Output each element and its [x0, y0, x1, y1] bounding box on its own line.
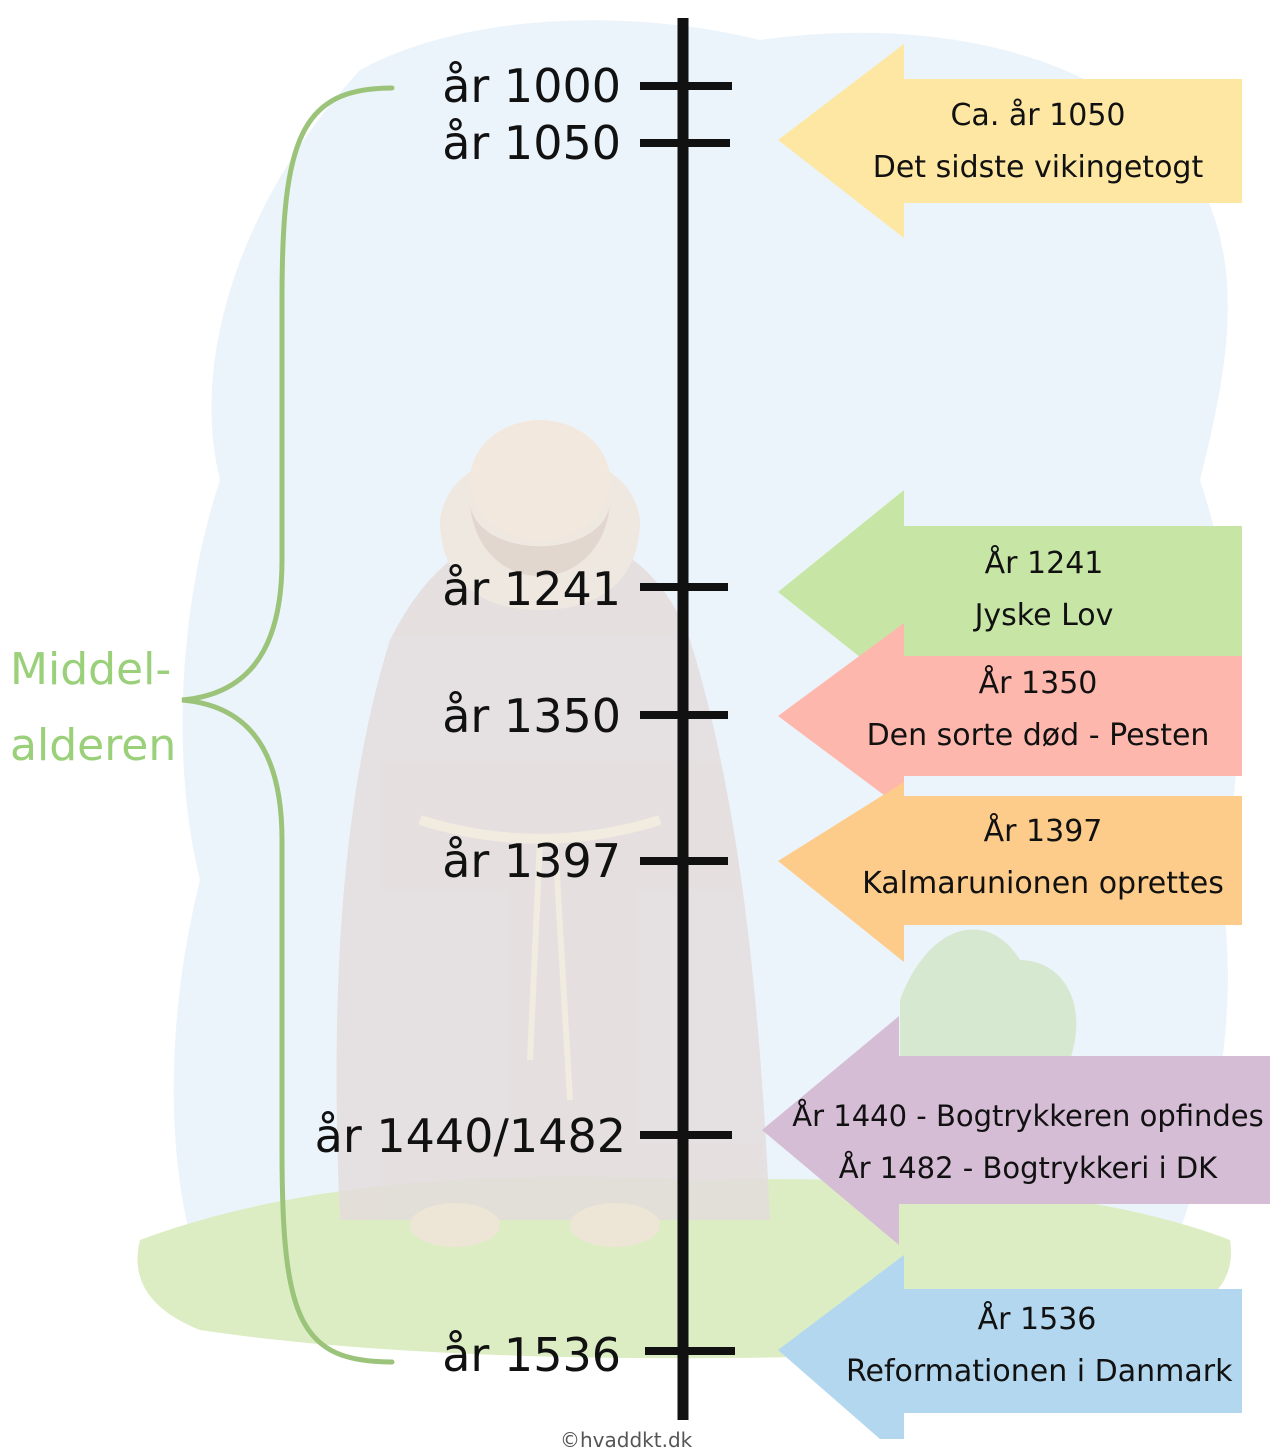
- year-label-1536: år 1536: [442, 1328, 621, 1382]
- event-arrow-1536: [778, 1255, 1242, 1439]
- event-text-1050: Ca. år 1050 Det sidste vikingetogt: [850, 90, 1226, 194]
- year-label-1000: år 1000: [442, 59, 621, 113]
- curly-brace: [181, 85, 395, 1365]
- event-1241-line2: Jyske Lov: [974, 598, 1114, 633]
- event-1482-line2: År 1482 - Bogtrykkeri i DK: [838, 1151, 1218, 1185]
- event-1397-line2: Kalmarunionen oprettes: [862, 866, 1224, 901]
- event-1536-line1: År 1536: [977, 1302, 1097, 1337]
- event-arrow-1397: [778, 782, 1242, 962]
- event-text-1350: År 1350 Den sorte død - Pesten: [850, 658, 1226, 762]
- year-label-1350: år 1350: [442, 689, 621, 743]
- period-label-line1: Middel-: [10, 644, 172, 695]
- event-1050-line2: Det sidste vikingetogt: [872, 150, 1204, 185]
- event-arrow-1350: [778, 623, 1242, 810]
- period-label-line2: alderen: [10, 720, 177, 771]
- event-1241-line1: År 1241: [984, 546, 1104, 581]
- event-arrow-1050: [778, 44, 1242, 238]
- event-text-1536: År 1536 Reformationen i Danmark: [846, 1294, 1233, 1398]
- event-arrow-1440-1482: [762, 1016, 1270, 1245]
- event-1050-line1: Ca. år 1050: [950, 98, 1126, 133]
- event-1350-line1: År 1350: [978, 666, 1098, 701]
- year-label-1241: år 1241: [442, 562, 621, 616]
- year-label-1440-1482: år 1440/1482: [314, 1109, 626, 1163]
- event-1440-line1: År 1440 - Bogtrykkeren opfindes: [792, 1099, 1264, 1133]
- period-label: Middel- alderen: [10, 632, 176, 784]
- event-1397-line1: År 1397: [983, 814, 1103, 849]
- event-text-1440-1482: År 1440 - Bogtrykkeren opfindes År 1482 …: [788, 1090, 1268, 1194]
- year-label-1397: år 1397: [442, 834, 621, 888]
- event-1536-line2: Reformationen i Danmark: [846, 1354, 1233, 1389]
- event-text-1241: År 1241 Jyske Lov: [856, 538, 1232, 642]
- year-label-1050: år 1050: [442, 116, 621, 170]
- event-text-1397: År 1397 Kalmarunionen oprettes: [850, 806, 1236, 910]
- monk-figure: [336, 420, 770, 1247]
- event-1350-line2: Den sorte død - Pesten: [866, 718, 1210, 753]
- credit-text: ©hvaddkt.dk: [560, 1428, 693, 1452]
- bush: [900, 929, 1077, 1060]
